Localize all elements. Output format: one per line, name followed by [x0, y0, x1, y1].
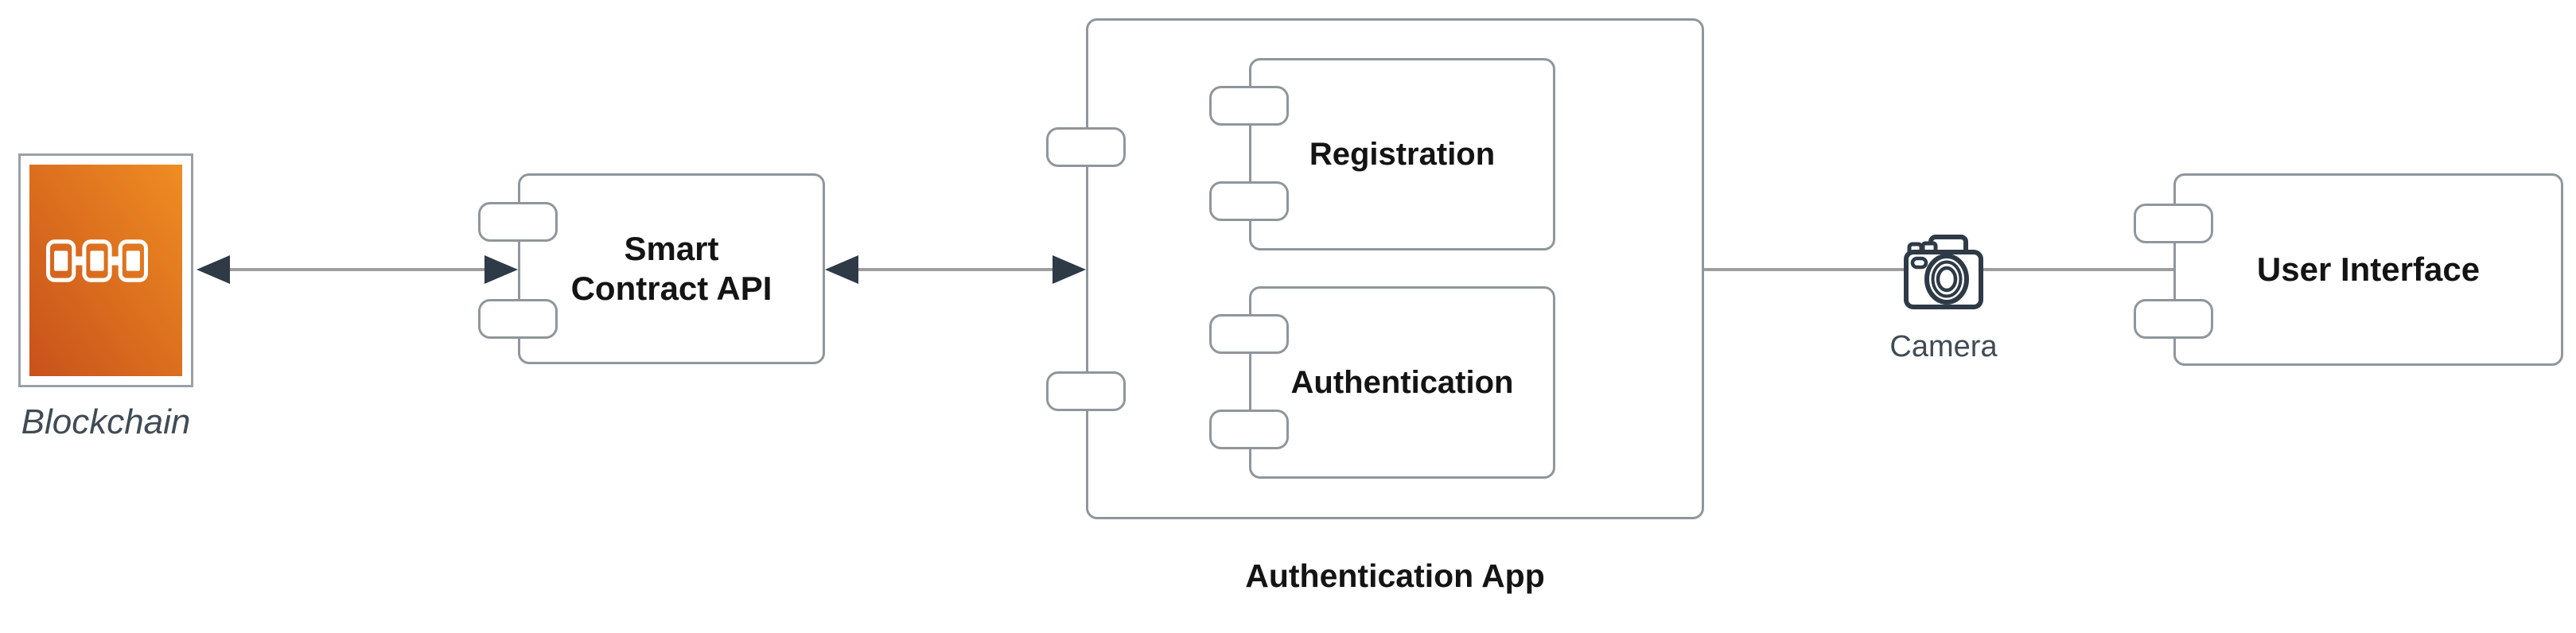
- port-tab: [2134, 299, 2213, 339]
- port-tab: [1046, 127, 1126, 167]
- blockchain-node: [18, 153, 193, 387]
- registration-label: Registration: [1309, 137, 1496, 172]
- chain-links-icon: [46, 239, 148, 282]
- camera-icon: [1904, 235, 1983, 309]
- smart-contract-api-label: Smart Contract API: [570, 229, 772, 307]
- user-interface-component: User Interface: [2173, 173, 2563, 366]
- port-tab: [2134, 204, 2213, 243]
- arrowhead-right-sca: [484, 255, 518, 284]
- authentication-component: Authentication: [1249, 286, 1555, 479]
- port-tab: [1209, 181, 1289, 221]
- registration-component: Registration: [1249, 58, 1555, 250]
- blockchain-label: Blockchain: [21, 402, 191, 441]
- camera-label: Camera: [1889, 330, 1998, 363]
- authentication-app-label: Authentication App: [1245, 557, 1545, 594]
- smart-contract-api-component: Smart Contract API: [518, 173, 825, 364]
- port-tab: [478, 202, 558, 242]
- port-tab: [1209, 410, 1289, 449]
- arrowhead-left-blockchain: [197, 255, 230, 284]
- port-tab: [1209, 86, 1289, 126]
- user-interface-label: User Interface: [2256, 250, 2481, 288]
- authentication-label: Authentication: [1290, 365, 1514, 400]
- arrowhead-left-sca: [825, 255, 858, 284]
- arrowhead-right-authapp: [1053, 255, 1086, 284]
- port-tab: [1209, 314, 1289, 354]
- port-tab: [478, 299, 558, 339]
- port-tab: [1046, 371, 1126, 411]
